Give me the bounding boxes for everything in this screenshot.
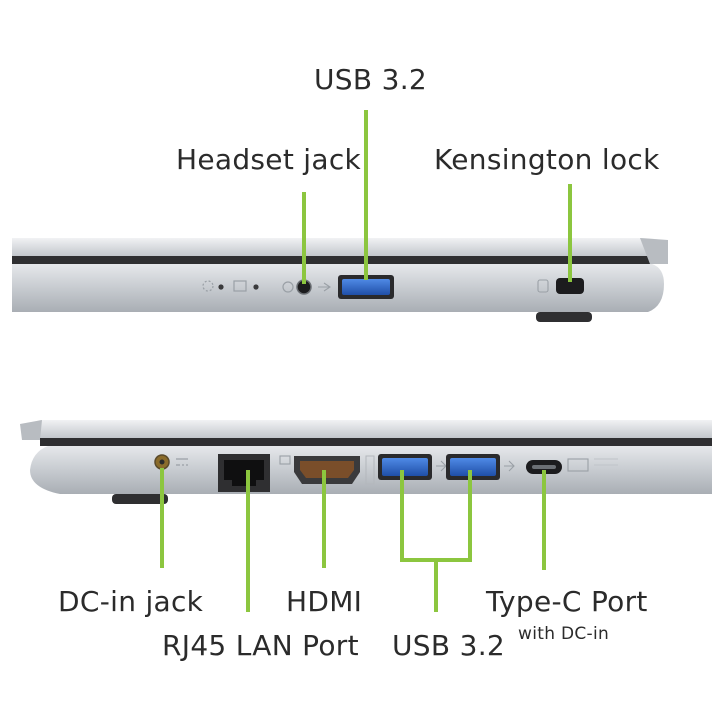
- bottom-usb-a-port-2: [446, 454, 515, 480]
- kensington-lock-label: Kensington lock: [434, 143, 660, 176]
- kensington-slot: [556, 278, 584, 294]
- bottom-lid: [25, 420, 712, 438]
- hdmi-socket: [300, 461, 354, 478]
- lock-icon: [537, 279, 549, 293]
- top-hinge: [640, 238, 668, 264]
- bottom-usb-a-port-1: [378, 454, 447, 480]
- headset-jack-label: Headset jack: [176, 143, 362, 176]
- hdmi-logo-icon: [365, 455, 375, 485]
- battery-led-icon: [233, 280, 247, 292]
- usb-port-tongue: [342, 279, 390, 295]
- dc-symbol-icon: [176, 458, 188, 466]
- network-icon: [279, 455, 291, 465]
- battery-led: [253, 284, 259, 290]
- bottom-lid-seam: [40, 438, 712, 446]
- headset-jack: [282, 279, 331, 295]
- hdmi-port: [294, 455, 375, 485]
- usb-c-port: [526, 458, 618, 474]
- usb-c-marking-icon: [594, 458, 618, 466]
- typec-note-label: with DC-in: [518, 624, 610, 644]
- led-indicators: [202, 280, 259, 292]
- top-foot: [536, 312, 592, 322]
- top-usb-a-port: [338, 275, 394, 299]
- usb-c-logo-icon: [567, 458, 589, 472]
- dc-in-pin: [159, 459, 165, 465]
- power-led: [218, 284, 224, 290]
- kensington-lock-slot: [537, 278, 584, 294]
- power-led-icon: [202, 280, 214, 292]
- dc-in-jack: [154, 454, 188, 470]
- usb-port-tongue: [450, 458, 496, 476]
- bottom-foot: [112, 494, 168, 504]
- bottom-body: [30, 446, 712, 494]
- dc-in-jack-label: DC-in jack: [58, 585, 204, 618]
- usb-top-label: USB 3.2: [314, 63, 428, 96]
- usb-port-tongue: [382, 458, 428, 476]
- bottom-laptop-side: [20, 420, 712, 504]
- rj45-lan-port-label: RJ45 LAN Port: [162, 629, 359, 662]
- bottom-hinge: [20, 420, 42, 440]
- leader-lines: [160, 110, 572, 612]
- usb-symbol-icon: [504, 460, 515, 472]
- usb-bottom-label: USB 3.2: [392, 629, 506, 662]
- top-laptop-side: [12, 238, 668, 322]
- top-lid-seam: [12, 256, 660, 264]
- typec-port-label: Type-C Port: [486, 585, 648, 618]
- usb-c-tongue: [532, 465, 556, 469]
- usb-symbol-icon: [318, 282, 331, 292]
- headset-icon: [282, 281, 294, 293]
- rj45-port: [218, 454, 291, 492]
- rj45-socket: [224, 460, 264, 486]
- top-lid: [12, 238, 668, 256]
- hdmi-label: HDMI: [286, 585, 363, 618]
